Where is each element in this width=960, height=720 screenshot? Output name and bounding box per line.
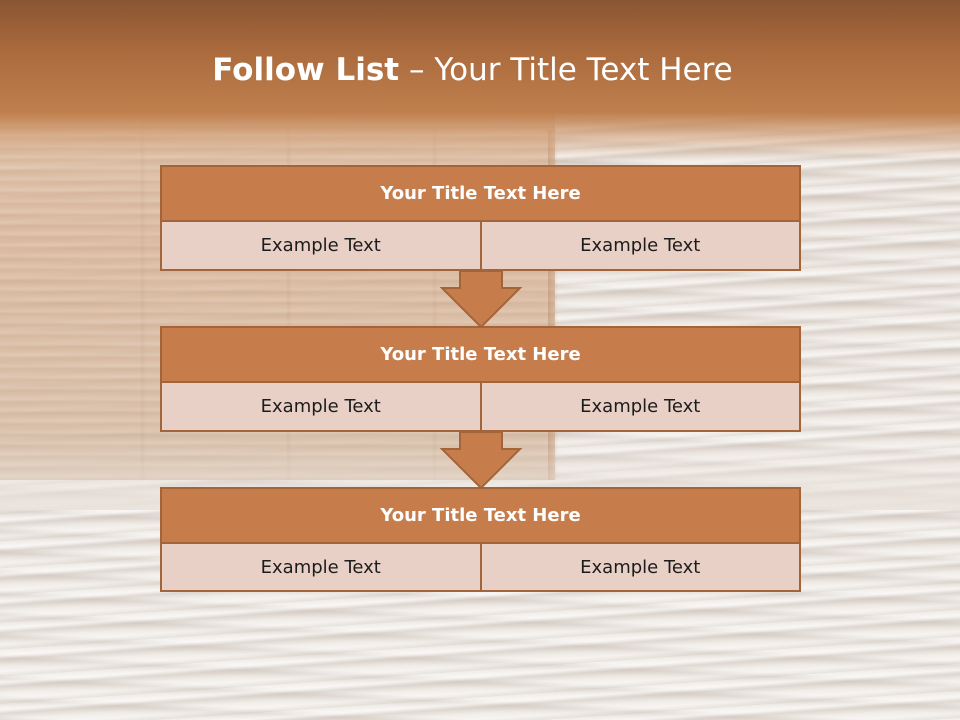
down-arrow-icon — [438, 431, 524, 491]
step-block-3: Your Title Text Here Example Text Exampl… — [160, 487, 801, 592]
step-cell-right: Example Text — [479, 544, 801, 592]
step-cell-left: Example Text — [160, 222, 482, 271]
down-arrow-icon — [438, 270, 524, 330]
step-row: Example Text Example Text — [160, 544, 801, 592]
step-cell-left: Example Text — [160, 383, 482, 432]
step-row: Example Text Example Text — [160, 222, 801, 271]
step-title: Your Title Text Here — [160, 165, 801, 222]
step-cell-right: Example Text — [479, 383, 801, 432]
step-block-1: Your Title Text Here Example Text Exampl… — [160, 165, 801, 271]
step-block-2: Your Title Text Here Example Text Exampl… — [160, 326, 801, 432]
slide-title: Follow List – Your Title Text Here — [0, 52, 945, 88]
slide-title-bold: Follow List — [212, 52, 400, 88]
step-title: Your Title Text Here — [160, 326, 801, 383]
step-title: Your Title Text Here — [160, 487, 801, 544]
slide-title-rest: – Your Title Text Here — [399, 52, 733, 88]
title-band — [0, 0, 960, 160]
background-wood-edge — [548, 130, 558, 480]
step-cell-left: Example Text — [160, 544, 482, 592]
step-row: Example Text Example Text — [160, 383, 801, 432]
step-cell-right: Example Text — [479, 222, 801, 271]
